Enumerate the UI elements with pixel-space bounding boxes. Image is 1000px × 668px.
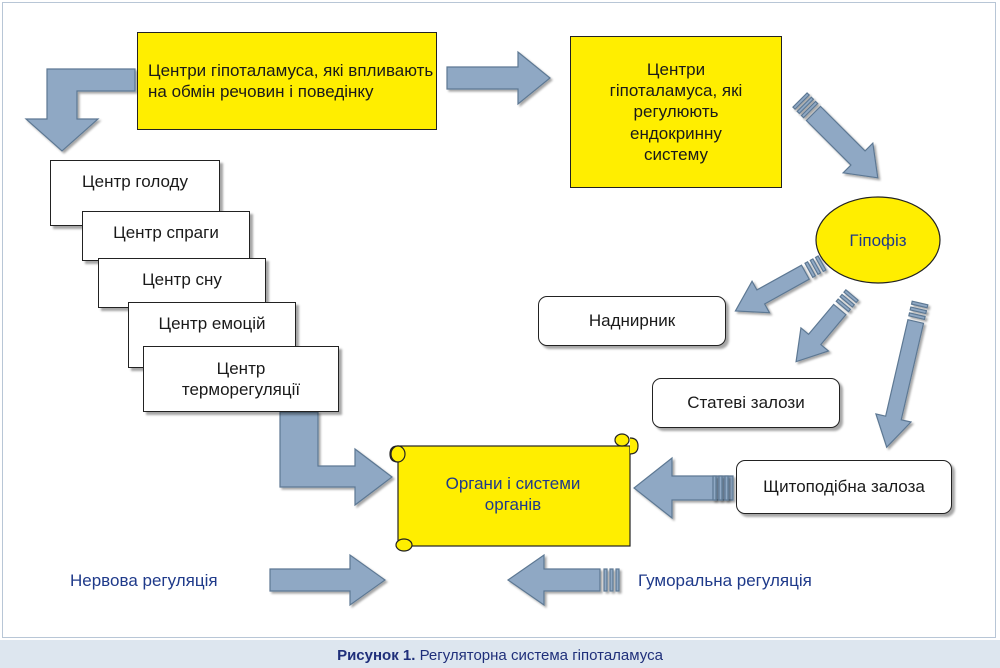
arrow-endocrine-to-pituitary (805, 105, 879, 179)
organs-text: Органи і системи органів (445, 473, 581, 514)
box-endocrine-text: Центри гіпоталамуса, які регулюють ендок… (609, 59, 743, 164)
arrow-pituitary-to-gonads (795, 303, 847, 363)
arrow-metabolism-to-centers (24, 68, 136, 152)
organs-scroll (389, 433, 639, 552)
box-pituitary: Гіпофіз (818, 222, 938, 260)
diagram-arrows (24, 50, 941, 607)
box-organs: Органи і системи органів (410, 462, 616, 526)
arrow-pituitary-to-thyroid (875, 318, 925, 449)
pituitary-shape (815, 196, 941, 284)
box-adrenal: Наднирник (538, 296, 726, 346)
legend-humoral-label: Гуморальна регуляція (638, 571, 812, 590)
thermo-text: Центр терморегуляції (181, 358, 301, 399)
arrow-thermo-to-organs (279, 411, 393, 507)
thyroid-text: Щитоподібна залоза (763, 477, 925, 497)
figure-caption: Рисунок 1. Регуляторна система гіпоталам… (0, 647, 1000, 664)
box-gonads: Статеві залози (652, 378, 840, 428)
arrow-metabolism-to-endocrine (446, 50, 551, 106)
box-thyroid: Щитоподібна залоза (736, 460, 952, 514)
caption-text: Регуляторна система гіпоталамуса (419, 647, 663, 664)
box-thermo-center: Центр терморегуляції (143, 346, 339, 412)
sleep-text: Центр сну (142, 270, 222, 289)
arrow-pituitary-to-adrenal (734, 264, 811, 314)
box-endocrine-centers: Центри гіпоталамуса, які регулюють ендок… (570, 36, 782, 188)
box-sleep-center: Центр сну (98, 258, 266, 308)
caption-label: Рисунок 1. (337, 647, 416, 664)
box-metabolism-text: Центри гіпоталамуса, які впливають на об… (148, 60, 434, 101)
arrow-thyroid-to-organs (633, 456, 734, 520)
caption-bar (0, 640, 1000, 668)
gonads-text: Статеві залози (687, 393, 805, 413)
hunger-text: Центр голоду (82, 172, 188, 191)
arrow-legend-nervous (269, 553, 387, 607)
emotions-text: Центр емоцій (158, 314, 266, 333)
legend-nervous-label: Нервова регуляція (70, 571, 218, 590)
box-metabolism-centers: Центри гіпоталамуса, які впливають на об… (137, 32, 437, 130)
thirst-text: Центр спраги (113, 223, 219, 242)
pituitary-text: Гіпофіз (849, 231, 907, 251)
arrow-legend-humoral (506, 553, 601, 607)
box-thirst-center: Центр спраги (82, 211, 250, 261)
adrenal-text: Наднирник (588, 311, 676, 331)
